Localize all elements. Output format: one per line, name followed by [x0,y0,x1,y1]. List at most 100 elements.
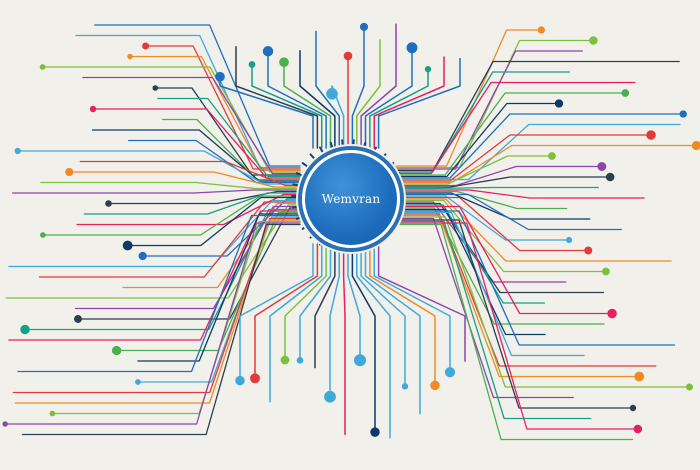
circuit-trace [395,102,560,178]
circuit-trace [239,243,314,382]
circuit-node [74,315,82,323]
circuit-trace [341,139,344,150]
circuit-trace [395,204,545,304]
circuit-node [424,65,432,73]
circuit-node [359,22,369,31]
circuit-trace [395,71,571,173]
circuit-trace [351,243,376,433]
circuit-trace [329,243,340,398]
circuit-trace [347,243,361,362]
circuit-trace [107,190,301,205]
circuit-trace [299,49,336,149]
circuit-node [354,354,366,367]
circuit-trace [395,210,676,346]
circuit-trace [395,195,570,241]
circuit-node [20,324,30,335]
central-hub: Wemvran [302,150,400,248]
circuit-trace [373,56,445,149]
circuit-node [589,36,598,45]
circuit-trace [42,195,301,236]
circuit-trace [142,198,301,257]
circuit-node [370,427,380,437]
circuit-trace [38,201,301,278]
circuit-node [138,251,147,261]
circuit-trace [144,45,301,170]
circuit-node [89,105,97,113]
circuit-trace [352,139,355,150]
circuit-node [39,64,46,70]
circuit-trace [267,50,327,149]
circuit-node [406,42,418,54]
circuit-trace [395,220,592,420]
circuit-node [679,110,687,118]
circuit-trace [295,172,306,178]
circuit-node [601,267,610,276]
circuit-trace [91,129,301,182]
circuit-trace [301,162,311,169]
circuit-trace [283,61,332,149]
circuit-trace [395,134,652,182]
circuit-trace [395,205,613,315]
circuit-trace [292,204,303,209]
circuit-node [250,373,260,384]
circuit-node [111,345,122,356]
circuit-node [607,308,617,319]
circuit-trace [395,176,611,188]
circuit-trace [83,192,301,215]
circuit-trace [395,50,583,170]
circuit-trace [127,196,301,247]
circuit-trace [8,210,301,341]
circuit-trace [395,207,605,325]
circuit-trace [356,243,391,439]
circuit-node [326,88,338,100]
circuit-node [343,51,353,61]
circuit-trace [395,190,568,210]
circuit-trace [12,217,301,394]
circuit-trace [361,141,367,152]
circuit-trace [154,87,301,176]
circuit-node [554,99,564,108]
circuit-node [2,421,8,427]
circuit-node [105,200,112,207]
circuit-node [565,236,573,244]
circuit-node [685,383,693,391]
circuit-node [597,162,607,171]
circuit-node [248,61,256,68]
circuit-node [127,53,133,60]
circuit-trace [395,113,684,179]
circuit-trace [319,146,325,156]
circuit-node [633,424,643,434]
circuit-node [537,26,545,34]
circuit-node [14,147,21,155]
circuit-trace [68,171,301,188]
circuit-trace [395,198,672,262]
circuit-trace [373,243,451,373]
circuit-node [634,371,645,382]
circuit-trace [395,155,553,185]
circuit-trace [295,214,306,220]
circuit-trace [395,211,585,357]
circuit-node [280,355,290,365]
circuit-trace [395,213,657,367]
circuit-node [122,240,133,251]
circuit-trace [82,76,301,175]
circuit-trace [292,183,303,188]
circuit-node [262,45,274,57]
circuit-trace [364,243,421,415]
circuit-trace [395,60,680,172]
circuit-trace [395,219,634,409]
circuit-trace [395,192,591,220]
circuit-trace [41,66,301,173]
circuit-node [296,357,304,364]
circuit-node [40,232,46,238]
circuit-trace [40,181,301,190]
circuit-node [629,404,637,412]
circuit-trace [395,189,645,199]
circuit-trace [395,223,634,441]
circuit-trace [122,202,301,289]
circuit-trace [395,144,698,184]
circuit-trace [51,220,301,415]
circuit-trace [395,217,574,399]
circuit-trace [360,23,397,149]
